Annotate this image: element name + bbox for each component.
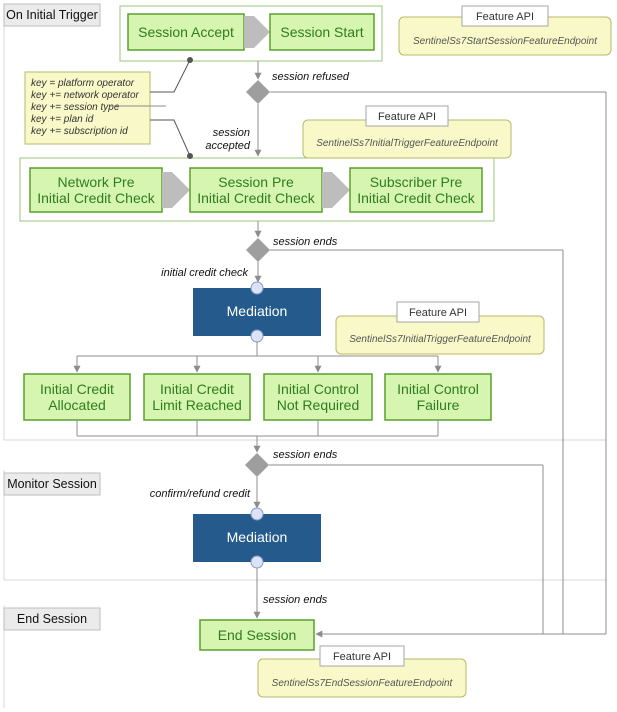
subscriber-pre-box xyxy=(349,167,483,213)
credit-limit-box xyxy=(143,373,251,421)
mediation-box-1 xyxy=(193,288,321,336)
feature-api-title: Feature API xyxy=(378,111,436,123)
credit-allocated-label-1: Initial Credit xyxy=(40,381,114,397)
edge-label-session-refused: session refused xyxy=(272,71,350,83)
feature-api-endpoint: SentinelSs7EndSessionFeatureEndpoint xyxy=(272,678,454,689)
port-icon xyxy=(250,555,264,569)
note-line: key += subscription id xyxy=(31,126,128,137)
session-pre-label-1: Session Pre xyxy=(218,174,294,190)
control-failure-label-1: Initial Control xyxy=(397,381,479,397)
mediation-box-2 xyxy=(193,514,321,562)
feature-api-initial-trigger-2: Feature API SentinelSs7InitialTriggerFea… xyxy=(335,301,545,355)
control-not-required-label-2: Not Required xyxy=(277,397,360,413)
feature-api-end-session: Feature API SentinelSs7EndSessionFeature… xyxy=(257,645,467,698)
session-accept-label: Session Accept xyxy=(138,24,234,40)
decision-diamond xyxy=(246,238,270,262)
credit-limit-label-1: Initial Credit xyxy=(160,381,234,397)
lane-label-initial-trigger: On Initial Trigger xyxy=(3,3,101,27)
edge-label-session-accepted-1: session xyxy=(213,127,250,139)
feature-api-endpoint: SentinelSs7InitialTriggerFeatureEndpoint xyxy=(349,334,532,345)
feature-api-endpoint: SentinelSs7StartSessionFeatureEndpoint xyxy=(413,36,598,47)
note-line: key = platform operator xyxy=(31,78,135,89)
chevron-icon xyxy=(322,172,350,208)
network-pre-label-1: Network Pre xyxy=(57,174,134,190)
decision-diamond xyxy=(245,453,269,477)
decision-diamond xyxy=(246,80,270,104)
edge-label-session-ends-3: session ends xyxy=(263,594,328,606)
mediation-label-2: Mediation xyxy=(227,529,288,545)
control-not-required-label-1: Initial Control xyxy=(277,381,359,397)
subscriber-pre-label-1: Subscriber Pre xyxy=(370,174,463,190)
edge-label-initial-credit-check: initial credit check xyxy=(161,267,248,279)
lane-label-text: End Session xyxy=(17,612,87,626)
control-failure-box xyxy=(384,373,492,421)
session-pre-box xyxy=(189,167,323,213)
note-line: key += network operator xyxy=(31,90,140,101)
lane-label-text: On Initial Trigger xyxy=(6,8,98,22)
session-start-group xyxy=(119,5,383,62)
credit-allocated-label-2: Allocated xyxy=(48,397,106,413)
edge-label-session-ends-1: session ends xyxy=(273,236,338,248)
lane-label-monitor-session: Monitor Session xyxy=(3,472,101,496)
key-note: key = platform operator key += network o… xyxy=(24,57,193,159)
network-pre-label-2: Initial Credit Check xyxy=(37,190,155,206)
feature-api-title: Feature API xyxy=(476,11,534,23)
feature-api-title: Feature API xyxy=(333,651,391,663)
session-start-label: Session Start xyxy=(280,24,363,40)
note-line: key += plan id xyxy=(31,114,94,125)
port-icon xyxy=(250,281,264,295)
credit-limit-label-2: Limit Reached xyxy=(152,397,242,413)
credit-allocated-box xyxy=(23,373,131,421)
feature-api-title: Feature API xyxy=(409,307,467,319)
end-session-box xyxy=(199,619,315,651)
edge-label-confirm-refund: confirm/refund credit xyxy=(150,488,251,500)
control-not-required-box xyxy=(263,373,373,421)
feature-api-endpoint: SentinelSs7InitialTriggerFeatureEndpoint xyxy=(316,138,499,149)
subscriber-pre-label-2: Initial Credit Check xyxy=(357,190,475,206)
end-session-label: End Session xyxy=(218,627,297,643)
control-failure-label-2: Failure xyxy=(417,397,460,413)
mediation-label-1: Mediation xyxy=(227,303,288,319)
session-pre-label-2: Initial Credit Check xyxy=(197,190,315,206)
port-icon xyxy=(250,507,264,521)
feature-api-initial-trigger-1: Feature API SentinelSs7InitialTriggerFea… xyxy=(302,105,512,159)
lane-label-end-session: End Session xyxy=(3,607,101,631)
chevron-icon xyxy=(244,16,270,48)
pre-check-group xyxy=(19,157,495,222)
port-icon xyxy=(250,329,264,343)
chevron-icon xyxy=(162,172,190,208)
session-start-box xyxy=(269,13,375,51)
edge-label-session-ends-2: session ends xyxy=(273,449,338,461)
lane-label-text: Monitor Session xyxy=(7,477,97,491)
feature-api-start-session: Feature API SentinelSs7StartSessionFeatu… xyxy=(398,5,612,56)
edge-label-session-accepted-2: accepted xyxy=(205,140,251,152)
note-line: key += session type xyxy=(31,102,120,113)
